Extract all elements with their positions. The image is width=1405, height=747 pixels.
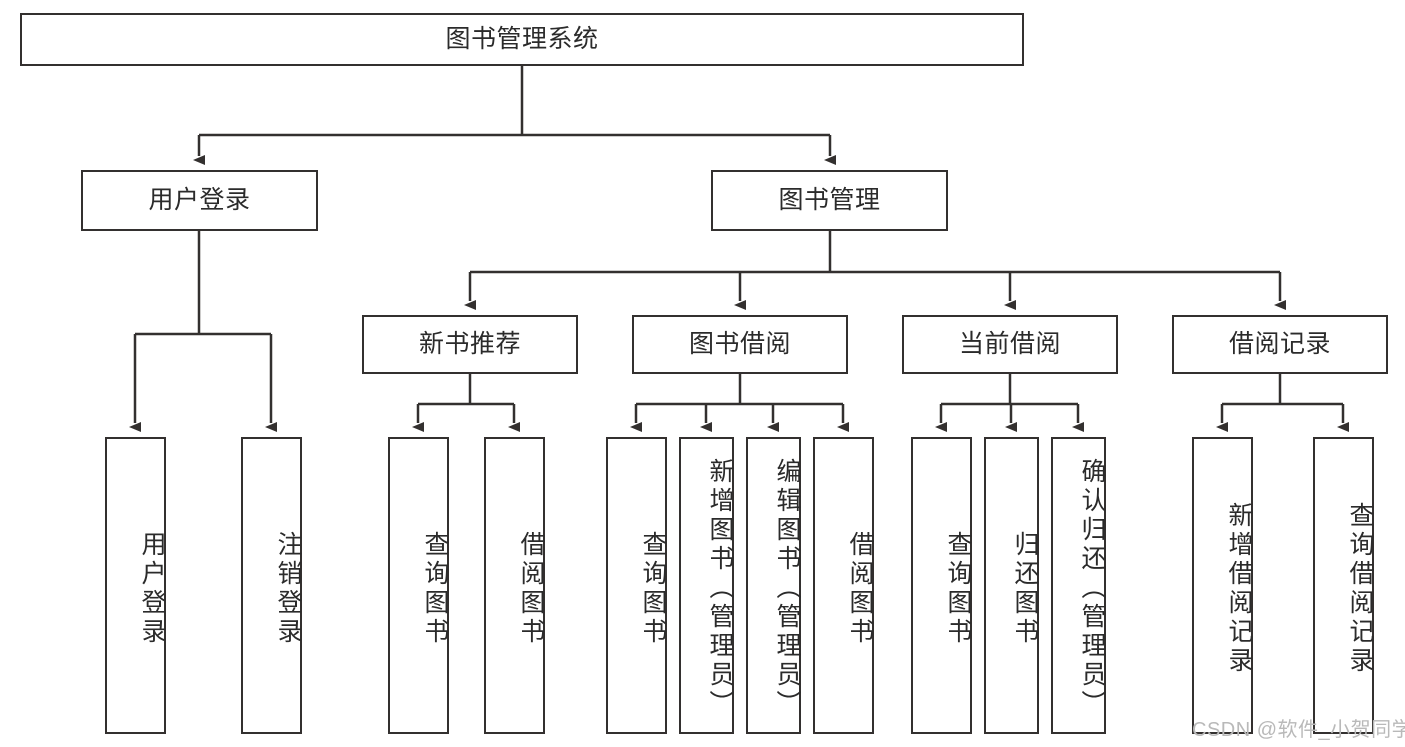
node-leaf-edit-book-admin[interactable]: 编辑图书（管理员） (746, 437, 801, 734)
leaf-label: 归还图书 (1011, 530, 1039, 647)
node-leaf-confirm-return-admin[interactable]: 确认归还（管理员） (1051, 437, 1106, 734)
node-leaf-borrow-book-recommend[interactable]: 借阅图书 (484, 437, 545, 734)
node-leaf-add-book-admin[interactable]: 新增图书（管理员） (679, 437, 734, 734)
node-leaf-borrow-book[interactable]: 借阅图书 (813, 437, 874, 734)
watermark-csdn: CSDN @软件_小贺同学 (1192, 719, 1405, 741)
node-leaf-user-login[interactable]: 用户登录 (105, 437, 166, 734)
leaf-label: 新增图书（管理员） (706, 458, 734, 719)
node-user-login[interactable]: 用户登录 (81, 170, 318, 231)
leaf-label: 编辑图书（管理员） (773, 458, 801, 719)
node-leaf-add-borrow-record[interactable]: 新增借阅记录 (1192, 437, 1253, 734)
leaf-label: 借阅图书 (517, 530, 545, 647)
node-leaf-return-book[interactable]: 归还图书 (984, 437, 1039, 734)
node-borrow-record[interactable]: 借阅记录 (1172, 315, 1388, 374)
node-new-book-recommend[interactable]: 新书推荐 (362, 315, 578, 374)
node-book-borrow[interactable]: 图书借阅 (632, 315, 848, 374)
node-current-borrow[interactable]: 当前借阅 (902, 315, 1118, 374)
leaf-label: 查询图书 (421, 530, 449, 647)
node-leaf-query-book-borrow[interactable]: 查询图书 (606, 437, 667, 734)
leaf-label: 新增借阅记录 (1225, 501, 1253, 676)
leaf-label: 确认归还（管理员） (1078, 458, 1106, 719)
node-leaf-query-book-recommend[interactable]: 查询图书 (388, 437, 449, 734)
leaf-label: 查询借阅记录 (1346, 501, 1374, 676)
node-leaf-query-book-current[interactable]: 查询图书 (911, 437, 972, 734)
leaf-label: 借阅图书 (846, 530, 874, 647)
node-root-system[interactable]: 图书管理系统 (20, 13, 1024, 66)
leaf-label: 注销登录 (274, 530, 302, 647)
leaf-label: 用户登录 (138, 530, 166, 647)
node-leaf-logout[interactable]: 注销登录 (241, 437, 302, 734)
leaf-label: 查询图书 (639, 530, 667, 647)
leaf-label: 查询图书 (944, 530, 972, 647)
node-book-management[interactable]: 图书管理 (711, 170, 948, 231)
node-leaf-query-borrow-record[interactable]: 查询借阅记录 (1313, 437, 1374, 734)
